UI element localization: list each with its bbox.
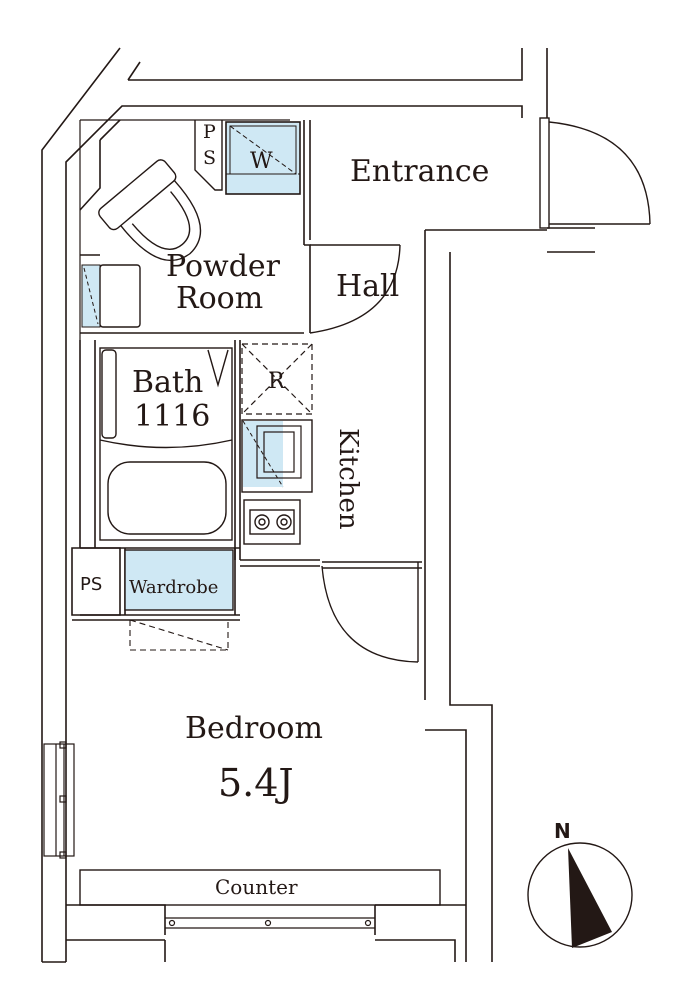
bedroom-size-label: 5.4J bbox=[218, 761, 294, 805]
bath-label-2: 1116 bbox=[134, 399, 210, 434]
bath-label-1: Bath bbox=[132, 365, 203, 400]
counter bbox=[79, 869, 441, 906]
wall-thickness bbox=[79, 119, 290, 340]
entrance-label: Entrance bbox=[350, 154, 489, 189]
left-window bbox=[43, 741, 75, 859]
entrance-door bbox=[539, 117, 651, 229]
wardrobe-label: Wardrobe bbox=[129, 577, 218, 598]
counter-label: Counter bbox=[215, 875, 298, 899]
pipe-space-top-label-2: S bbox=[203, 147, 216, 169]
powder-room-label-2: Room bbox=[176, 281, 263, 316]
partitions bbox=[71, 119, 320, 621]
pipe-space-top-label-1: P bbox=[203, 121, 216, 143]
refrigerator-label: R bbox=[268, 369, 286, 394]
powder-room-label-1: Powder bbox=[166, 249, 281, 284]
bottom-window bbox=[165, 917, 375, 929]
stove-icon bbox=[243, 499, 301, 545]
compass-north-label: N bbox=[554, 819, 571, 843]
wardrobe-door-swing bbox=[129, 619, 229, 651]
washbasin-icon bbox=[81, 264, 141, 328]
north-compass-icon bbox=[527, 842, 633, 948]
outer-walls bbox=[41, 47, 595, 963]
hall-label: Hall bbox=[336, 269, 399, 304]
bathtub-icon bbox=[99, 347, 233, 541]
kitchen-sink-icon bbox=[241, 419, 313, 493]
kitchen-label: Kitchen bbox=[333, 428, 363, 530]
toilet-icon bbox=[98, 159, 202, 262]
washer bbox=[225, 121, 301, 195]
hall-door bbox=[309, 244, 401, 334]
refrigerator-space bbox=[241, 343, 313, 415]
bedroom-label: Bedroom bbox=[185, 711, 323, 746]
pipe-space-top bbox=[194, 120, 223, 191]
bedroom-door bbox=[321, 561, 422, 663]
washer-label: W bbox=[250, 149, 273, 174]
wardrobe-box bbox=[124, 549, 234, 611]
pipe-space-label: PS bbox=[80, 574, 102, 595]
